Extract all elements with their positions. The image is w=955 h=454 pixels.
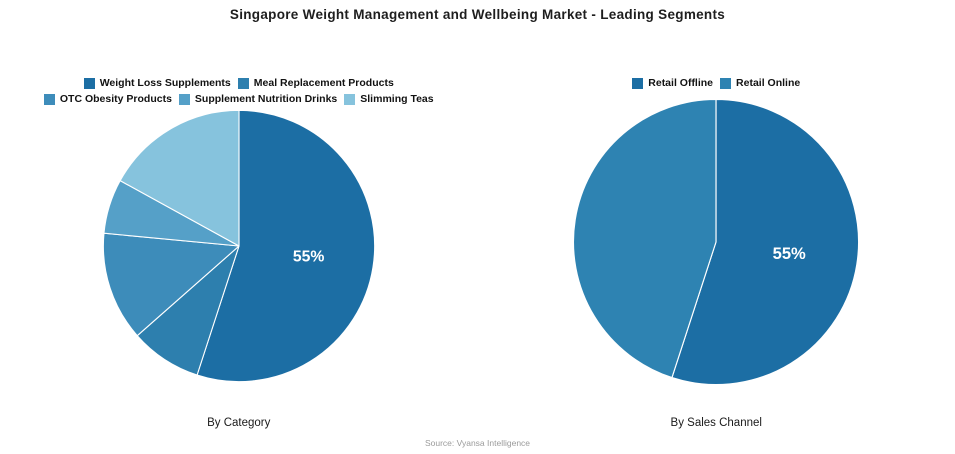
slice-percent-label: 55%: [773, 244, 806, 263]
legend-item: Slimming Teas: [344, 93, 434, 105]
charts-row: Weight Loss Supplements Meal Replacement …: [0, 77, 955, 429]
legend-label: Slimming Teas: [360, 93, 434, 105]
category-pie: 55%: [102, 109, 375, 383]
legend-label: Meal Replacement Products: [253, 77, 394, 89]
legend-item: Retail Offline: [632, 77, 713, 89]
legend-swatch: [237, 77, 249, 89]
category-legend: Weight Loss Supplements Meal Replacement …: [29, 77, 449, 109]
pie-slice-0: [196, 109, 375, 383]
slice-percent-label: 55%: [293, 249, 325, 266]
legend-item: OTC Obesity Products: [43, 93, 172, 105]
sales-channel-pie: 55%: [573, 98, 860, 386]
sales-channel-legend: Retail Offline Retail Online: [632, 77, 800, 109]
legend-label: Supplement Nutrition Drinks: [194, 93, 338, 105]
legend-item: Meal Replacement Products: [237, 77, 394, 89]
category-chart: Weight Loss Supplements Meal Replacement …: [0, 77, 478, 429]
legend-item: Weight Loss Supplements: [83, 77, 231, 89]
legend-label: Weight Loss Supplements: [99, 77, 231, 89]
chart-figure: Singapore Weight Management and Wellbein…: [0, 7, 955, 448]
pie-slice-0: [671, 98, 860, 386]
legend-item: Retail Online: [720, 77, 800, 89]
pie-slice-2: [102, 232, 240, 337]
legend-label: Retail Online: [736, 77, 801, 89]
figure-title: Singapore Weight Management and Wellbein…: [229, 7, 726, 22]
legend-swatch: [632, 77, 644, 89]
legend-swatch: [178, 93, 190, 105]
legend-item: Supplement Nutrition Drinks: [178, 93, 338, 105]
legend-label: Retail Offline: [648, 77, 714, 89]
legend-swatch: [720, 77, 732, 89]
legend-swatch: [344, 93, 356, 105]
pie-slice-4: [119, 109, 240, 247]
legend-swatch: [43, 93, 55, 105]
legend-label: OTC Obesity Products: [59, 93, 172, 105]
pie-slice-1: [573, 98, 717, 379]
sales-channel-caption: By Sales Channel: [670, 417, 762, 429]
source-note: Source: Vyansa Intelligence: [424, 438, 531, 448]
legend-swatch: [83, 77, 95, 89]
category-caption: By Category: [207, 417, 271, 429]
sales-channel-chart: Retail Offline Retail Online 55% By Sales…: [478, 77, 955, 429]
